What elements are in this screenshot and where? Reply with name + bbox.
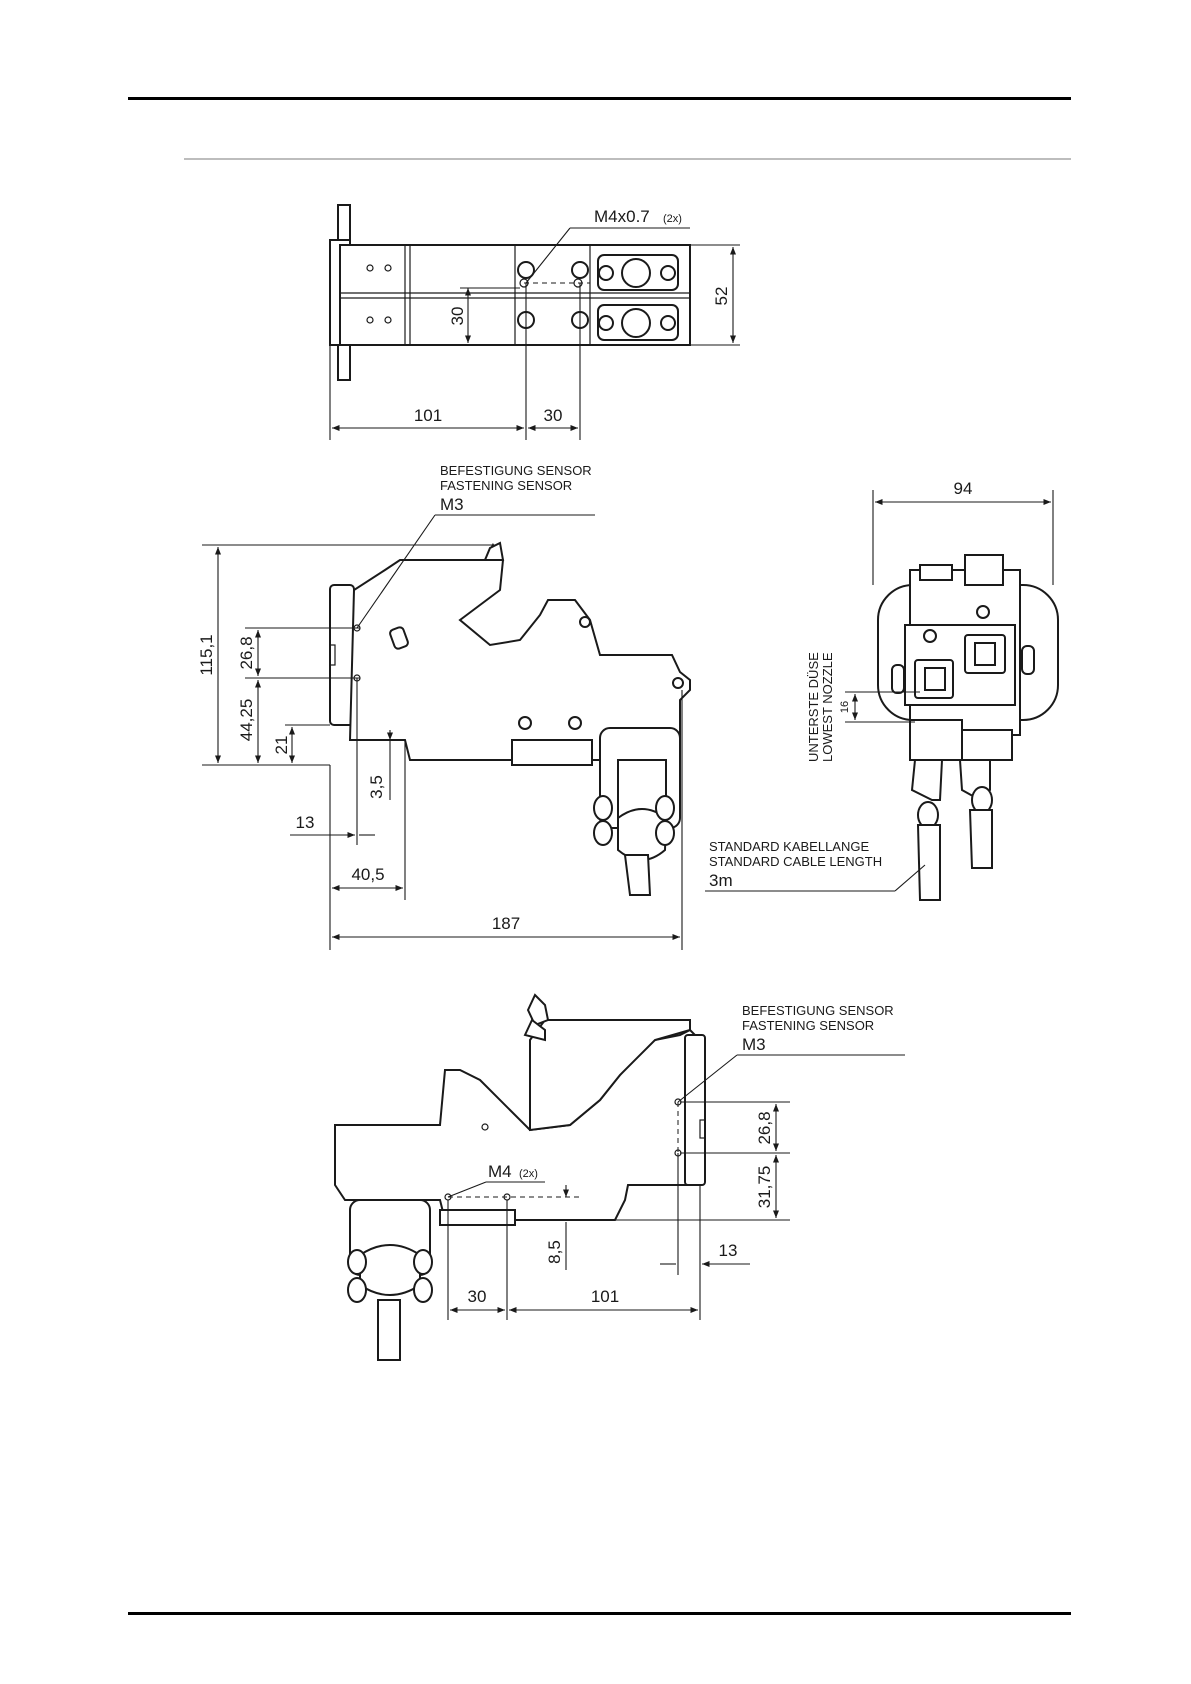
- dim-thread-offset: 8,5: [545, 1240, 564, 1264]
- cable-note-de: STANDARD KABELLANGE: [709, 839, 869, 854]
- dim-length: 101: [591, 1287, 619, 1306]
- thread-label: M4: [488, 1162, 512, 1181]
- sensor-note-en: FASTENING SENSOR: [742, 1018, 874, 1033]
- dim-height: 52: [712, 287, 731, 306]
- dim-sensor-depth: 13: [719, 1241, 738, 1260]
- sensor-note-en: FASTENING SENSOR: [440, 478, 572, 493]
- bottom-view: BEFESTIGUNG SENSOR FASTENING SENSOR M3 2…: [335, 995, 905, 1360]
- cable-length: 3m: [709, 871, 733, 890]
- sensor-note-de: BEFESTIGUNG SENSOR: [742, 1003, 894, 1018]
- nozzle-note-en: LOWEST NOZZLE: [820, 652, 835, 762]
- dim-total-height: 115,1: [197, 634, 216, 675]
- cable-note-en: STANDARD CABLE LENGTH: [709, 854, 882, 869]
- dim-flange-offset: 40,5: [351, 865, 384, 884]
- dim-length: 101: [414, 406, 442, 425]
- dim-hole-pitch: 30: [468, 1287, 487, 1306]
- nozzle-note-de: UNTERSTE DÜSE: [806, 652, 821, 762]
- dim-hole-spacing: 30: [448, 307, 467, 326]
- dim-width: 94: [954, 479, 973, 498]
- dim-nozzle: 16: [839, 701, 851, 713]
- dim-sensor-spacing: 26,8: [755, 1111, 774, 1144]
- thread-count: (2x): [663, 213, 682, 225]
- dim-sensor-spacing: 26,8: [237, 636, 256, 669]
- top-view-body: [330, 205, 690, 380]
- dim-sensor-height: 31,75: [755, 1166, 774, 1209]
- side-view-body: [330, 543, 690, 895]
- top-view: M4x0.7 (2x) 52 30 101 30: [330, 205, 740, 440]
- thread-count: (2x): [519, 1168, 538, 1180]
- sensor-thread: M3: [742, 1035, 766, 1054]
- front-view: 94 UNTERSTE DÜSE LOWEST NOZZLE 16 STANDA…: [705, 479, 1058, 900]
- dim-sensor-depth: 13: [296, 813, 315, 832]
- dim-total-length: 187: [492, 914, 520, 933]
- front-view-body: [878, 555, 1058, 900]
- dim-hole-pitch: 30: [544, 406, 563, 425]
- thread-label: M4x0.7: [594, 207, 650, 226]
- side-view: BEFESTIGUNG SENSOR FASTENING SENSOR M3 1…: [197, 463, 690, 950]
- dim-offset-small: 3,5: [367, 775, 386, 799]
- sensor-thread: M3: [440, 495, 464, 514]
- dim-base-height: 21: [272, 736, 291, 755]
- sensor-note-de: BEFESTIGUNG SENSOR: [440, 463, 592, 478]
- dim-sensor-height: 44,25: [237, 699, 256, 742]
